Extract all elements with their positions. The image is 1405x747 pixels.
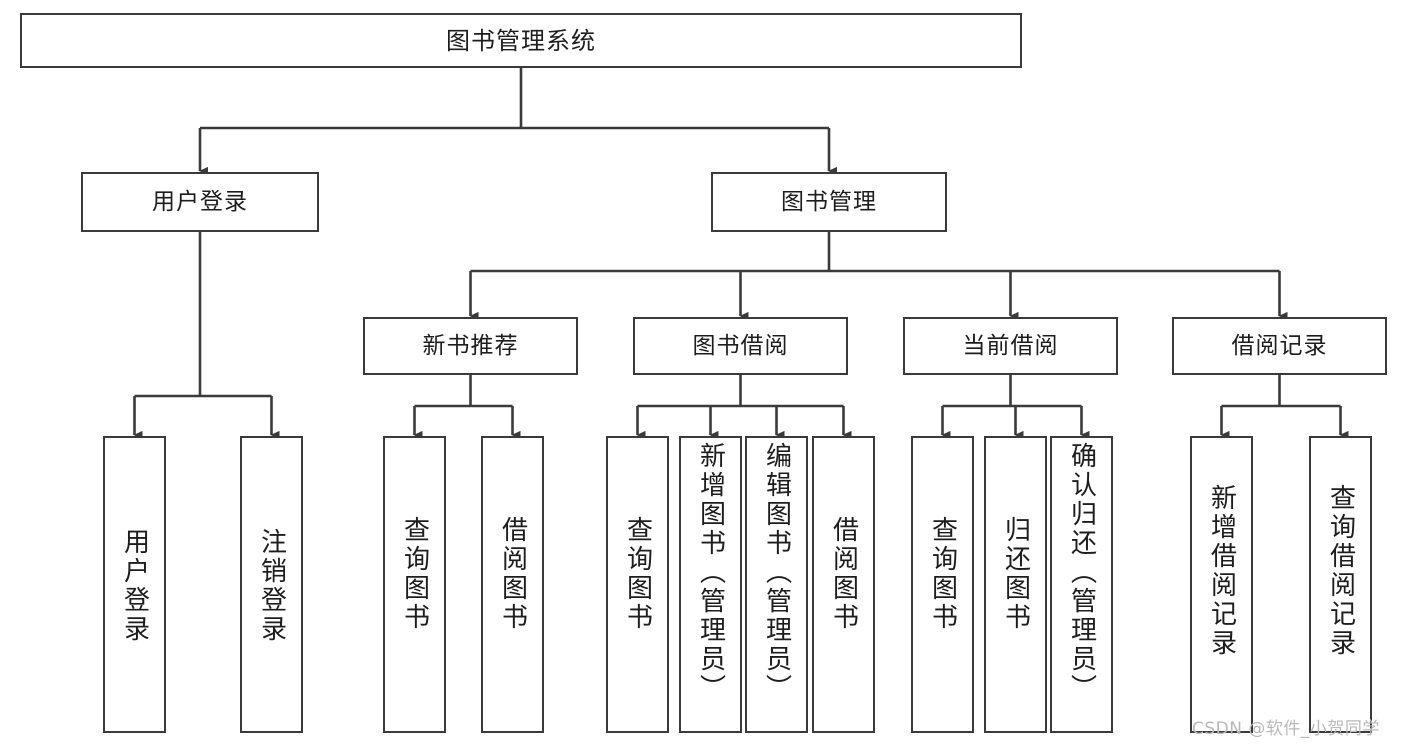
node-leaf-borrow-book-2-label: 借阅图书 [828, 516, 859, 632]
node-new-book-rec-label: 新书推荐 [422, 332, 519, 359]
node-leaf-add-borrow-record-label: 新增借阅记录 [1206, 484, 1237, 658]
node-leaf-query-book-1[interactable]: 查询图书 [383, 436, 446, 733]
node-leaf-add-book-admin-label: 新增图书（管理员） [695, 442, 726, 703]
node-leaf-edit-book-admin[interactable]: 编辑图书（管理员） [745, 436, 808, 733]
csdn-watermark: CSDN @软件_小贺同学 [1192, 719, 1380, 739]
node-leaf-borrow-book-1[interactable]: 借阅图书 [481, 436, 544, 733]
node-borrow-record-label: 借阅记录 [1231, 332, 1328, 359]
node-leaf-query-book-3-label: 查询图书 [927, 516, 958, 632]
node-leaf-user-logout-label: 注销登录 [256, 528, 287, 644]
node-leaf-query-book-2[interactable]: 查询图书 [606, 436, 669, 733]
node-leaf-query-book-1-label: 查询图书 [399, 516, 430, 632]
node-leaf-user-login[interactable]: 用户登录 [103, 436, 166, 733]
node-leaf-borrow-book-1-label: 借阅图书 [497, 516, 528, 632]
node-leaf-confirm-return-admin-label: 确认归还（管理员） [1066, 442, 1097, 703]
node-user-login-label: 用户登录 [152, 188, 248, 215]
node-book-borrow-label: 图书借阅 [692, 332, 789, 359]
node-leaf-confirm-return-admin[interactable]: 确认归还（管理员） [1050, 436, 1113, 733]
node-leaf-query-borrow-record[interactable]: 查询借阅记录 [1309, 436, 1372, 733]
node-new-book-rec[interactable]: 新书推荐 [363, 317, 578, 375]
node-leaf-user-login-label: 用户登录 [119, 528, 150, 644]
node-leaf-query-book-2-label: 查询图书 [622, 516, 653, 632]
node-root[interactable]: 图书管理系统 [20, 13, 1022, 68]
node-leaf-return-book-label: 归还图书 [1000, 516, 1031, 632]
node-leaf-query-book-3[interactable]: 查询图书 [911, 436, 974, 733]
node-book-borrow[interactable]: 图书借阅 [633, 317, 848, 375]
node-leaf-query-borrow-record-label: 查询借阅记录 [1325, 484, 1356, 658]
node-leaf-edit-book-admin-label: 编辑图书（管理员） [761, 442, 792, 703]
node-leaf-user-logout[interactable]: 注销登录 [240, 436, 303, 733]
node-leaf-add-book-admin[interactable]: 新增图书（管理员） [679, 436, 742, 733]
node-root-label: 图书管理系统 [446, 26, 596, 55]
node-user-login[interactable]: 用户登录 [81, 172, 319, 232]
node-leaf-return-book[interactable]: 归还图书 [984, 436, 1047, 733]
node-borrow-record[interactable]: 借阅记录 [1172, 317, 1387, 375]
node-book-manage[interactable]: 图书管理 [711, 172, 947, 232]
node-current-borrow-label: 当前借阅 [962, 332, 1059, 359]
node-current-borrow[interactable]: 当前借阅 [903, 317, 1118, 375]
node-leaf-borrow-book-2[interactable]: 借阅图书 [812, 436, 875, 733]
node-leaf-add-borrow-record[interactable]: 新增借阅记录 [1190, 436, 1253, 733]
node-book-manage-label: 图书管理 [781, 188, 877, 215]
